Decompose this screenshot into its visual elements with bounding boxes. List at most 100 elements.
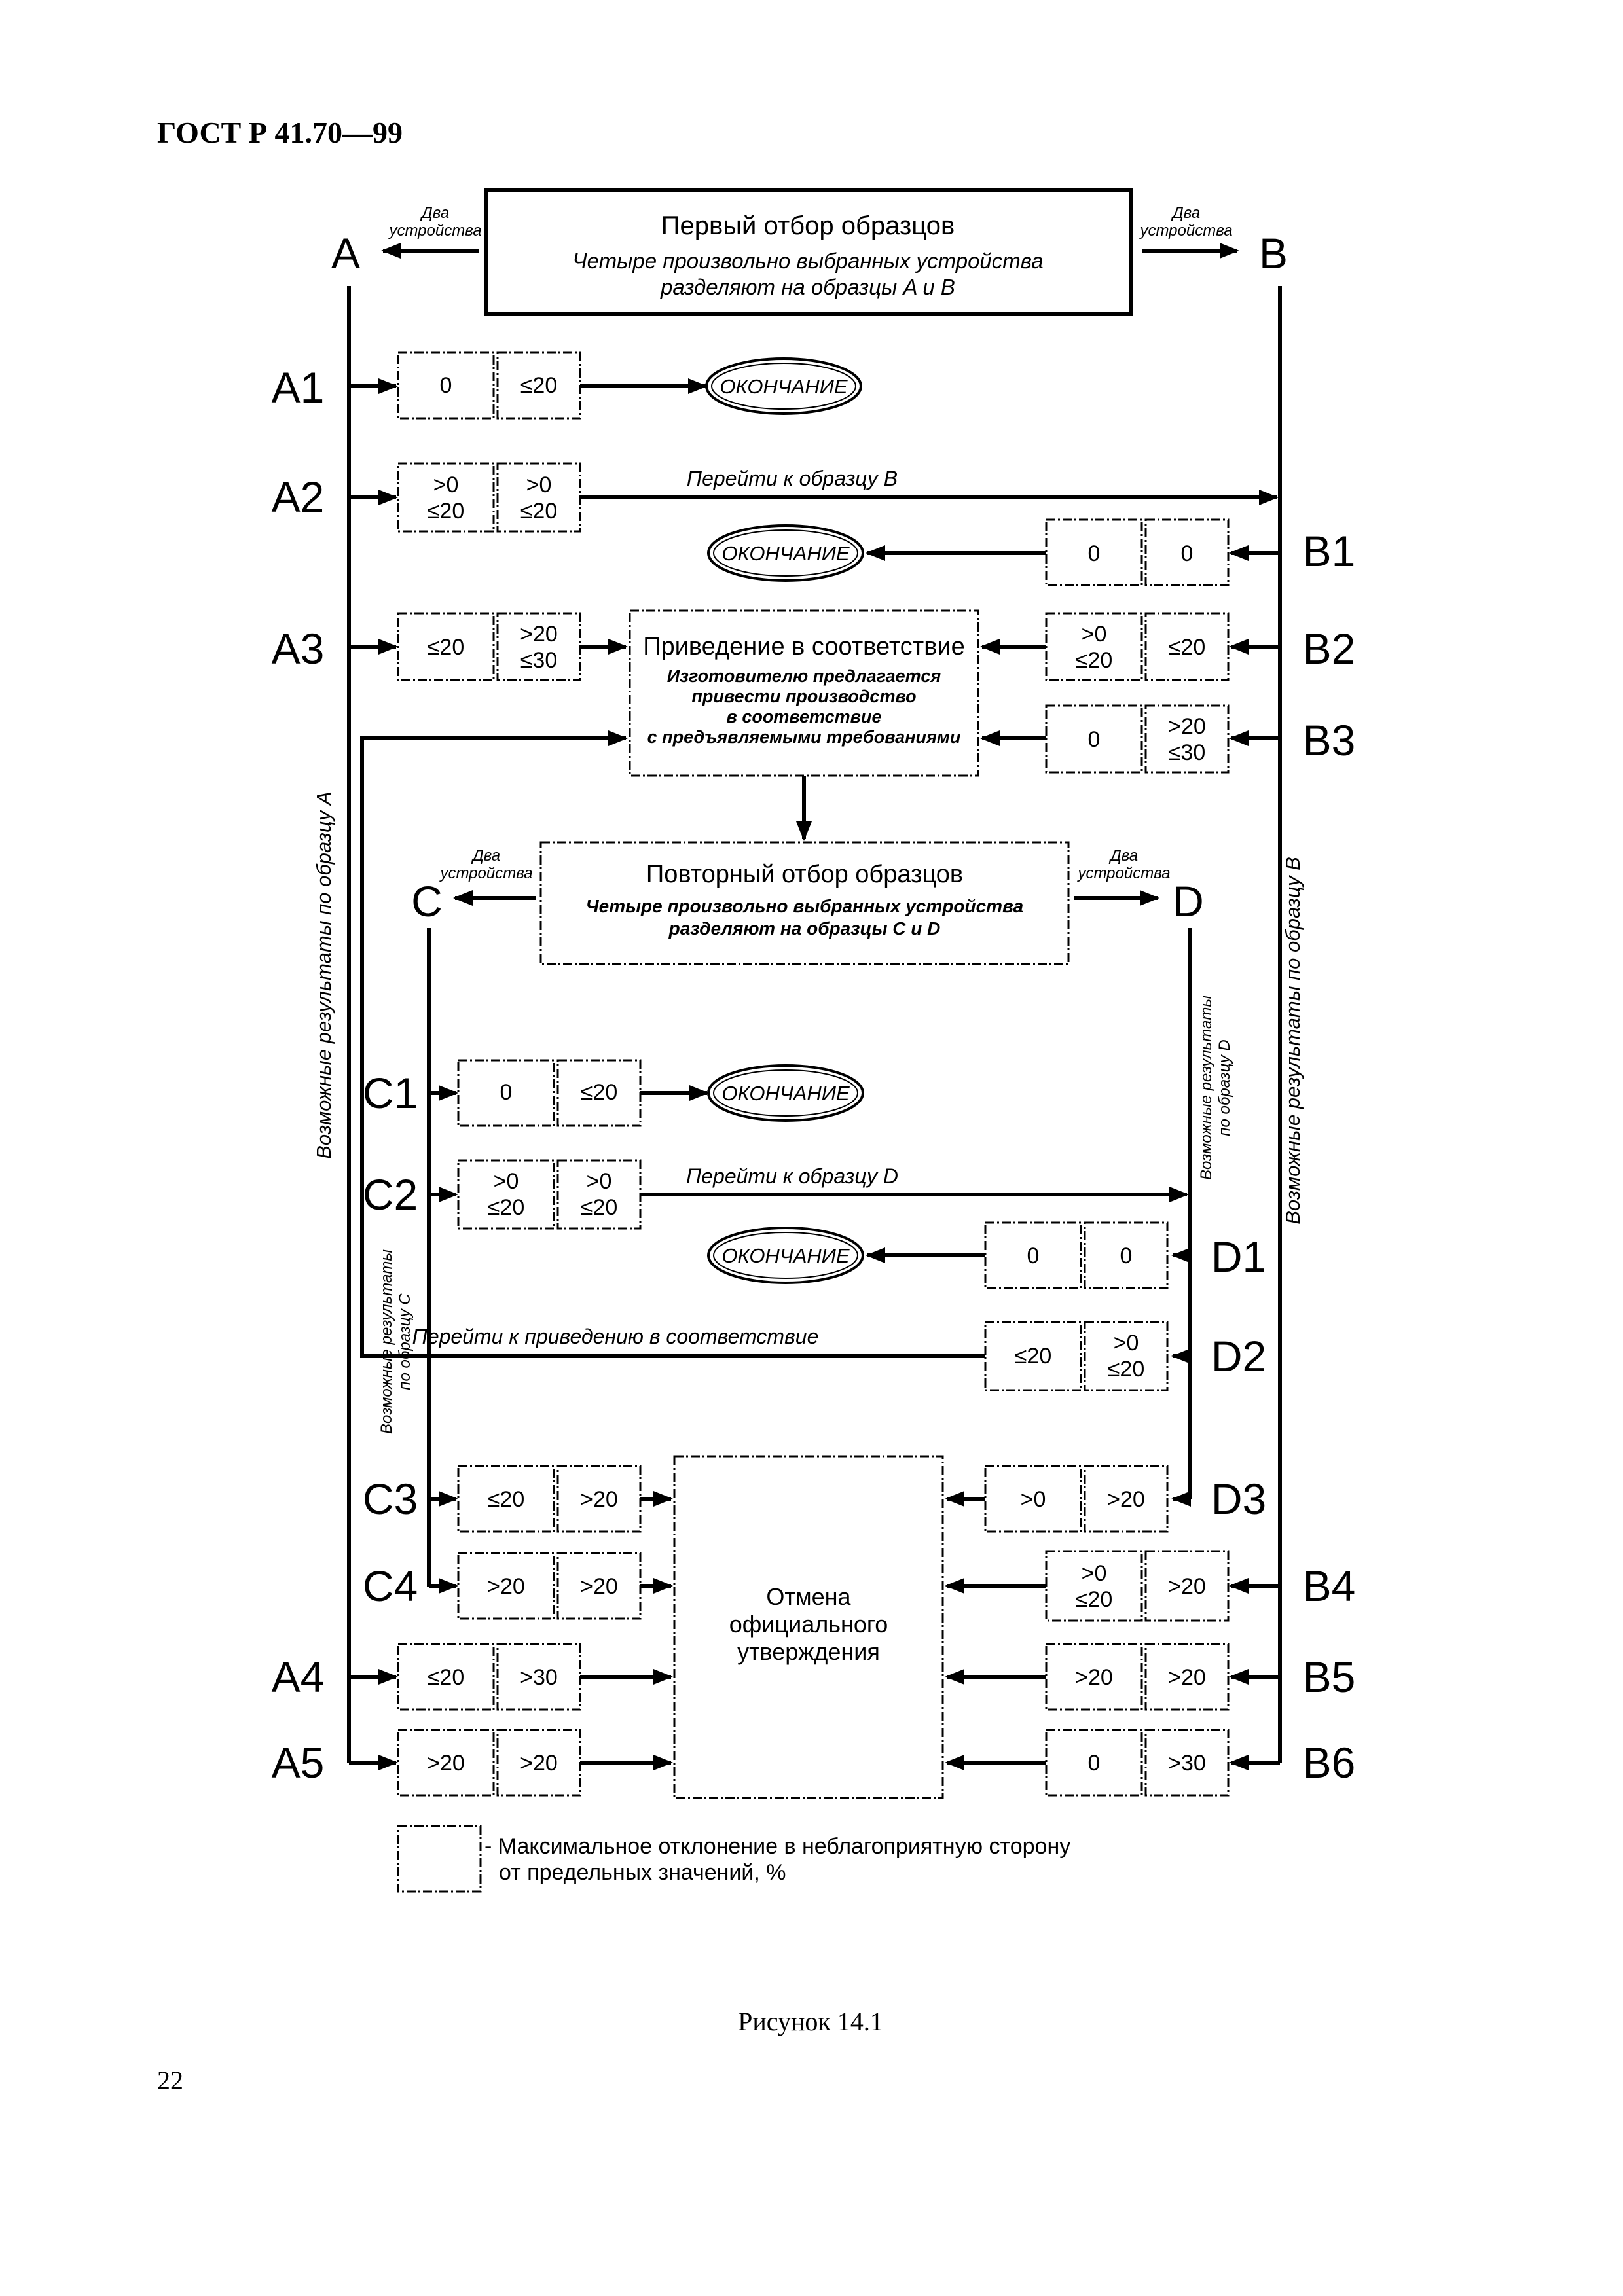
cell-a2-left-top: >0 bbox=[433, 473, 459, 497]
row-label-d3: D3 bbox=[1211, 1475, 1266, 1523]
conformity-line3: в соответствие bbox=[727, 707, 882, 726]
row-label-a4: A4 bbox=[272, 1653, 325, 1701]
two-devices-label-b2: устройства bbox=[1139, 222, 1232, 240]
cell-pair-b4: >0 ≤20 >20 bbox=[1045, 1550, 1230, 1622]
end-label-a1: ОКОНЧАНИЕ bbox=[720, 375, 848, 398]
letter-c: C bbox=[411, 877, 443, 925]
cell-c3-left: ≤20 bbox=[488, 1487, 524, 1512]
cell-pair-b5: >20 >20 bbox=[1045, 1643, 1230, 1711]
goto-d-label: Перейти к образцу D bbox=[686, 1164, 898, 1188]
vertical-label-results-d-1: Возможные результаты bbox=[1197, 996, 1215, 1180]
conformity-box: Приведение в соответствие Изготовителю п… bbox=[629, 609, 979, 777]
letter-d: D bbox=[1173, 877, 1204, 925]
cell-pair-c2: >0 ≤20 >0 ≤20 bbox=[457, 1159, 642, 1230]
conformity-title: Приведение в соответствие bbox=[643, 633, 965, 660]
first-sampling-title: Первый отбор образцов bbox=[661, 211, 955, 240]
cell-b2-right: ≤20 bbox=[1169, 635, 1205, 660]
first-sampling-box: Первый отбор образцов Четыре произвольно… bbox=[484, 188, 1133, 316]
cell-a1-left: 0 bbox=[440, 373, 452, 398]
row-label-b1: B1 bbox=[1303, 527, 1356, 575]
legend-line1: - Максимальное отклонение в неблагоприят… bbox=[484, 1834, 1070, 1859]
cell-b4-right: >20 bbox=[1168, 1574, 1206, 1599]
two-devices-label-d2: устройства bbox=[1076, 865, 1170, 882]
cell-pair-a3: ≤20 >20 ≤30 bbox=[397, 612, 581, 681]
cell-b4-left-top: >0 bbox=[1082, 1561, 1107, 1586]
goto-b-label: Перейти к образцу B bbox=[687, 467, 898, 490]
letter-b: B bbox=[1259, 229, 1288, 278]
legend-line2: от предельных значений, % bbox=[499, 1860, 786, 1885]
conformity-line1: Изготовителю предлагается bbox=[667, 666, 941, 686]
cell-c1-right: ≤20 bbox=[581, 1080, 617, 1105]
cell-a2-right-bottom: ≤20 bbox=[520, 499, 557, 524]
cell-pair-c4: >20 >20 bbox=[457, 1552, 642, 1620]
row-label-a2: A2 bbox=[272, 473, 325, 521]
cell-a2-left-bottom: ≤20 bbox=[428, 499, 464, 524]
row-label-a1: A1 bbox=[272, 363, 325, 412]
first-sampling-line1: Четыре произвольно выбранных устройства bbox=[572, 249, 1043, 273]
cell-d2-left: ≤20 bbox=[1015, 1344, 1051, 1369]
two-devices-label-a1: Два bbox=[420, 204, 449, 222]
cell-pair-b3: 0 >20 ≤30 bbox=[1045, 704, 1230, 774]
cell-a5-left: >20 bbox=[427, 1751, 465, 1776]
vertical-label-results-c-2: по образцу C bbox=[396, 1293, 414, 1390]
legend-swatch bbox=[397, 1825, 482, 1893]
cell-b1-right: 0 bbox=[1181, 541, 1194, 566]
cell-pair-b2: >0 ≤20 ≤20 bbox=[1045, 612, 1230, 681]
cell-b1-left: 0 bbox=[1088, 541, 1101, 566]
second-sampling-title: Повторный отбор образцов bbox=[646, 861, 963, 888]
cell-c4-right: >20 bbox=[580, 1574, 618, 1599]
cell-b6-right: >30 bbox=[1168, 1751, 1206, 1776]
conformity-line4: с предъявляемыми требованиями bbox=[647, 727, 961, 747]
cell-c2-right-bottom: ≤20 bbox=[581, 1195, 617, 1220]
cell-c4-left: >20 bbox=[487, 1574, 525, 1599]
row-label-b3: B3 bbox=[1303, 716, 1356, 764]
two-devices-label-c2: устройства bbox=[439, 865, 532, 882]
withdrawal-box: Отмена официального утверждения bbox=[673, 1455, 944, 1799]
row-label-c2: C2 bbox=[363, 1170, 418, 1219]
withdrawal-line3: утверждения bbox=[737, 1638, 880, 1665]
cell-pair-b6: 0 >30 bbox=[1045, 1729, 1230, 1797]
cell-pair-a5: >20 >20 bbox=[397, 1729, 581, 1797]
row-label-d2: D2 bbox=[1211, 1332, 1266, 1380]
second-sampling-line1: Четыре произвольно выбранных устройства bbox=[586, 896, 1023, 916]
two-devices-label-b1: Два bbox=[1171, 204, 1200, 222]
end-node-a1: ОКОНЧАНИЕ bbox=[705, 357, 862, 415]
second-sampling-box: Повторный отбор образцов Четыре произвол… bbox=[539, 841, 1070, 965]
goto-conformity-label: Перейти к приведению в соответствие bbox=[412, 1325, 819, 1348]
cell-d2-right-top: >0 bbox=[1114, 1331, 1139, 1355]
cell-a5-right: >20 bbox=[520, 1751, 558, 1776]
letter-a: A bbox=[331, 229, 360, 278]
end-node-d1: ОКОНЧАНИЕ bbox=[707, 1227, 864, 1284]
conformity-line2: привести производство bbox=[691, 687, 916, 706]
row-label-b6: B6 bbox=[1303, 1738, 1356, 1787]
cell-c2-left-top: >0 bbox=[494, 1169, 519, 1194]
cell-c2-left-bottom: ≤20 bbox=[488, 1195, 524, 1220]
end-label-d1: ОКОНЧАНИЕ bbox=[721, 1244, 850, 1267]
cell-d3-right: >20 bbox=[1107, 1487, 1145, 1512]
two-devices-label-d1: Два bbox=[1108, 847, 1138, 865]
row-label-b5: B5 bbox=[1303, 1653, 1356, 1701]
cell-a1-right: ≤20 bbox=[520, 373, 557, 398]
cell-b3-right-bottom: ≤30 bbox=[1169, 740, 1205, 765]
cell-b4-left-bottom: ≤20 bbox=[1076, 1587, 1112, 1612]
cell-b3-left: 0 bbox=[1088, 727, 1101, 752]
end-label-b1: ОКОНЧАНИЕ bbox=[721, 542, 850, 565]
cell-a3-left: ≤20 bbox=[428, 635, 464, 660]
cell-d3-left: >0 bbox=[1021, 1487, 1046, 1512]
end-label-c1: ОКОНЧАНИЕ bbox=[721, 1082, 850, 1105]
vertical-label-results-c-1: Возможные результаты bbox=[378, 1249, 395, 1434]
cell-pair-d3: >0 >20 bbox=[984, 1465, 1169, 1533]
cell-d1-right: 0 bbox=[1120, 1244, 1133, 1268]
cell-b5-right: >20 bbox=[1168, 1665, 1206, 1690]
legend: - Максимальное отклонение в неблагоприят… bbox=[397, 1825, 1070, 1893]
row-label-b4: B4 bbox=[1303, 1562, 1356, 1610]
cell-b2-left-bottom: ≤20 bbox=[1076, 648, 1112, 673]
cell-d2-right-bottom: ≤20 bbox=[1108, 1357, 1144, 1382]
cell-pair-a4: ≤20 >30 bbox=[397, 1643, 581, 1711]
cell-a3-right-bottom: ≤30 bbox=[520, 648, 557, 673]
row-label-b2: B2 bbox=[1303, 624, 1356, 673]
withdrawal-line2: официального bbox=[729, 1611, 888, 1638]
cell-d1-left: 0 bbox=[1027, 1244, 1040, 1268]
cell-pair-c3: ≤20 >20 bbox=[457, 1465, 642, 1533]
cell-b6-left: 0 bbox=[1088, 1751, 1101, 1776]
